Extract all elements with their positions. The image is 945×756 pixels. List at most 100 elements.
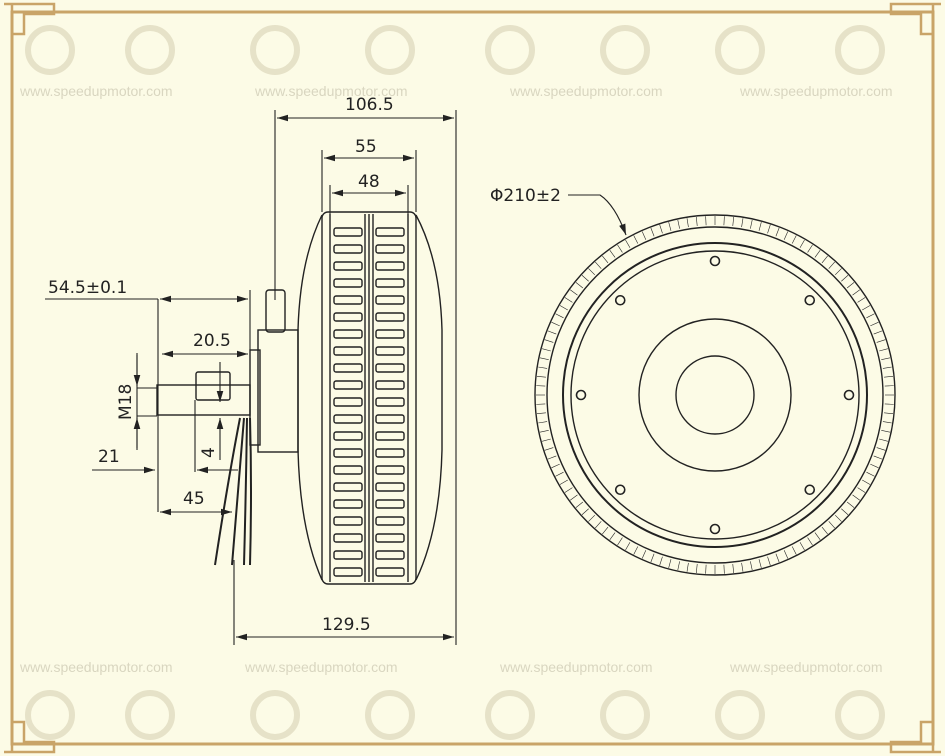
dimension-lines xyxy=(45,110,627,645)
wheel-logo-icon xyxy=(365,690,415,740)
tread-mark xyxy=(807,244,813,253)
motor-side-view xyxy=(156,211,443,585)
wheel-logo-icon xyxy=(250,25,300,75)
tread-mark xyxy=(536,375,546,378)
tread-mark xyxy=(633,235,639,244)
tread-mark xyxy=(852,494,860,501)
tread-mark xyxy=(873,330,883,335)
tread-mark xyxy=(807,537,813,546)
tread-mark xyxy=(879,348,888,352)
watermark-text: www.speedupmotor.com xyxy=(19,83,173,99)
tread-mark xyxy=(539,430,549,433)
tread-mark xyxy=(542,438,551,442)
wheel-logo-icon xyxy=(835,25,885,75)
tread-mark xyxy=(775,553,780,563)
wheel-logo-icon xyxy=(600,690,650,740)
cooling-fin xyxy=(333,261,363,271)
tread-mark xyxy=(767,224,771,234)
bolt-hole xyxy=(709,523,721,535)
tread-mark xyxy=(828,521,835,529)
wheel-logo-icon xyxy=(600,25,650,75)
tread-mark xyxy=(695,564,698,574)
tread-mark xyxy=(595,261,602,269)
tread-mark xyxy=(542,348,551,352)
dim-keyway-length: 20.5 xyxy=(193,331,231,351)
tread-mark xyxy=(547,455,557,460)
tread-mark xyxy=(650,227,655,237)
watermark-text: www.speedupmotor.com xyxy=(739,83,893,99)
cooling-fin xyxy=(375,533,405,543)
cooling-fin xyxy=(375,567,405,577)
tread-mark xyxy=(544,447,554,451)
tread-mark xyxy=(814,532,821,540)
tread-mark xyxy=(876,447,886,451)
tread-mark xyxy=(881,357,891,360)
tread-mark xyxy=(775,227,780,237)
motor-front-view xyxy=(534,214,896,576)
dim-diameter: Φ210±2 xyxy=(490,186,561,206)
bolt-hole xyxy=(843,389,855,401)
tread-mark xyxy=(595,521,602,529)
wheel-logo-icon xyxy=(485,690,535,740)
watermark-text: www.speedupmotor.com xyxy=(729,659,883,675)
tread-mark xyxy=(686,218,689,228)
tread-mark xyxy=(625,239,631,248)
bolt-hole xyxy=(614,484,626,496)
cooling-fin xyxy=(375,380,405,390)
cooling-fin xyxy=(333,550,363,560)
tread-mark xyxy=(814,250,821,258)
tread-mark xyxy=(834,514,842,522)
cooling-fin xyxy=(375,346,405,356)
tread-mark xyxy=(641,231,647,240)
tread-mark xyxy=(834,268,842,276)
tread-mark xyxy=(884,375,894,378)
dim-total-length: 129.5 xyxy=(322,615,371,635)
cooling-fin xyxy=(375,516,405,526)
tread-mark xyxy=(555,471,564,477)
tread-mark xyxy=(559,479,568,485)
cooling-fin xyxy=(333,465,363,475)
cooling-fin xyxy=(333,516,363,526)
tread-mark xyxy=(551,321,560,327)
tread-mark xyxy=(555,313,564,319)
tread-mark xyxy=(882,421,892,424)
decorative-frame xyxy=(4,2,941,754)
tread-mark xyxy=(767,556,771,566)
tread-mark xyxy=(884,412,894,415)
wheel-logo-icon xyxy=(125,25,175,75)
wheel-logo-icon xyxy=(25,690,75,740)
tread-mark xyxy=(570,494,578,501)
tread-mark xyxy=(866,313,875,319)
cooling-fin xyxy=(333,397,363,407)
tread-mark xyxy=(588,268,596,276)
dim-rim-inner-width: 48 xyxy=(358,172,380,192)
tread-mark xyxy=(602,526,609,535)
tread-mark xyxy=(538,366,548,369)
dim-shaft-length: 45 xyxy=(183,489,205,509)
tread-mark xyxy=(741,562,744,572)
tread-mark xyxy=(821,526,828,535)
tread-mark xyxy=(758,559,762,568)
cooling-fin xyxy=(333,414,363,424)
tread-mark xyxy=(564,297,573,303)
tread-mark xyxy=(536,412,546,415)
tread-mark xyxy=(828,261,835,269)
tread-mark xyxy=(750,219,753,229)
tread-mark xyxy=(799,542,805,551)
cooling-fin xyxy=(375,397,405,407)
tread-mark xyxy=(791,546,797,555)
cooling-fin xyxy=(375,448,405,458)
bolt-hole xyxy=(709,255,721,267)
tread-mark xyxy=(677,561,680,571)
cooling-fin xyxy=(375,329,405,339)
tread-mark xyxy=(862,479,871,485)
bolt-hole xyxy=(614,294,626,306)
wheel-logo-icon xyxy=(715,690,765,740)
wheel-logo-icon xyxy=(485,25,535,75)
dim-shaft-offset: 21 xyxy=(98,447,120,467)
cooling-fin xyxy=(375,278,405,288)
cooling-fin xyxy=(375,550,405,560)
tread-mark xyxy=(659,224,663,234)
